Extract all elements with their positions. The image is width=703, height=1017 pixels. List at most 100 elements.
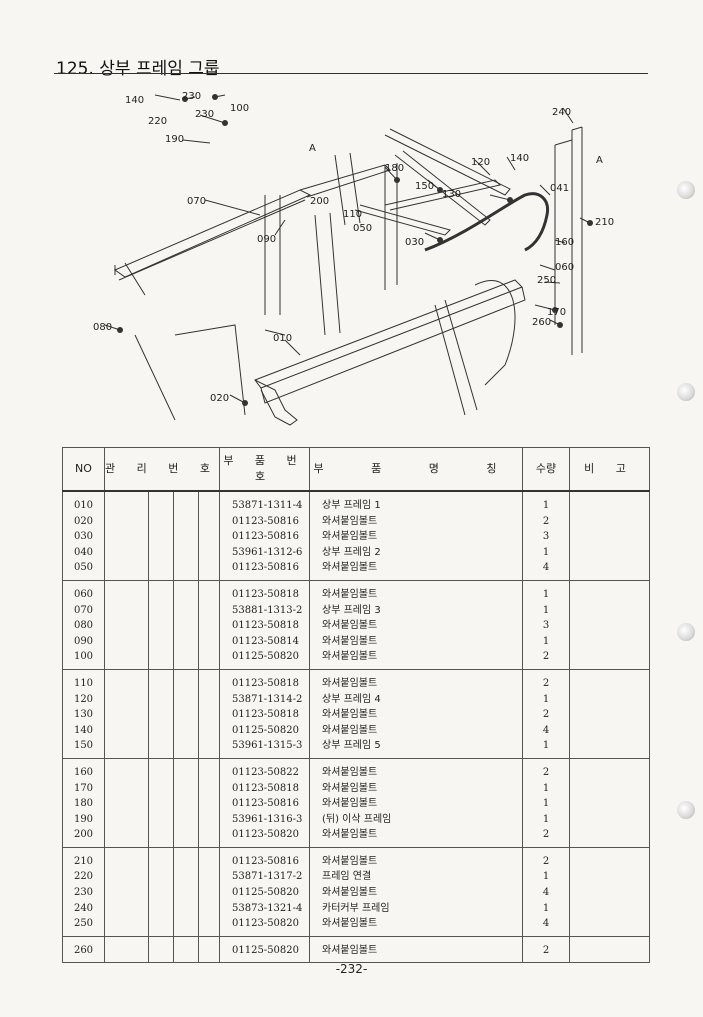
list-item: 2	[542, 855, 550, 867]
page-title: 125. 상부 프레임 그룹	[56, 59, 220, 79]
list-item: 01123-50814	[232, 635, 300, 647]
list-item: 01123-50818	[232, 620, 300, 632]
small-bolts	[117, 94, 593, 406]
list-item: 와셔붙임볼트	[322, 829, 378, 841]
callout-label: 041	[550, 183, 569, 194]
list-item: 220	[73, 871, 94, 883]
control-number-cell	[104, 936, 220, 964]
callout-label: 130	[442, 189, 461, 200]
list-item: 카터커부 프레임	[322, 902, 390, 914]
list-item: 010	[73, 500, 94, 511]
callout-label: A	[596, 155, 603, 166]
list-item: 070	[73, 604, 94, 616]
list-item: 1	[542, 782, 550, 794]
list-item: 170	[73, 782, 94, 794]
control-number-cell	[104, 580, 220, 670]
list-item: 53961-1315-3	[232, 740, 303, 752]
list-item: 01123-50820	[232, 918, 300, 930]
part-index-cell: 260	[62, 936, 105, 964]
list-item: 53873-1321-4	[232, 902, 303, 914]
list-item: 240	[73, 902, 94, 914]
callout-label: 050	[353, 223, 372, 234]
list-item: 01123-50822	[232, 766, 300, 778]
list-item: 080	[73, 620, 94, 632]
header-control-number: 관 리 번 호	[104, 447, 220, 492]
list-item: 160	[73, 766, 94, 778]
list-item: 1	[542, 635, 550, 647]
list-item: 와셔붙임볼트	[322, 677, 378, 689]
list-item: 와셔붙임볼트	[322, 709, 378, 721]
list-item: 140	[73, 724, 94, 736]
list-item: 와셔붙임볼트	[322, 887, 378, 899]
list-item: 3	[542, 620, 550, 632]
header-remarks: 비 고	[569, 447, 650, 492]
list-item: 2	[542, 651, 550, 663]
title-divider	[54, 73, 648, 74]
list-item: (뒤) 이삭 프레임	[322, 813, 392, 825]
callout-label: 080	[93, 322, 112, 333]
binder-hole-icon	[677, 623, 695, 641]
list-item: 와셔붙임볼트	[322, 651, 378, 663]
list-item: 와셔붙임볼트	[322, 766, 378, 778]
callout-label: 220	[148, 116, 167, 127]
list-item: 1	[542, 500, 550, 511]
list-item: 040	[73, 546, 94, 558]
part-number-cell: 01125-50820	[219, 936, 310, 964]
list-item: 1	[542, 740, 550, 752]
callout-label: 100	[230, 103, 249, 114]
callout-label: 110	[343, 209, 362, 220]
callout-label: 160	[555, 237, 574, 248]
list-item: 1	[542, 871, 550, 883]
callout-label: 150	[415, 181, 434, 192]
list-item: 1	[542, 588, 550, 600]
page-number: -232-	[335, 962, 368, 976]
callout-label: 090	[257, 234, 276, 245]
remarks-cell	[569, 491, 650, 581]
list-item: 3	[542, 531, 550, 543]
part-callouts: 140 230 230 100 220 190 240 120 140 180 …	[93, 91, 614, 404]
callout-label: 180	[385, 163, 404, 174]
callout-label: 240	[552, 107, 571, 118]
quantity-cell: 1 1 3 1 2	[522, 580, 570, 670]
list-item: 090	[73, 635, 94, 647]
list-item: 1	[542, 604, 550, 616]
list-item: 와셔붙임볼트	[322, 798, 378, 810]
list-item: 4	[542, 724, 550, 736]
callout-label: A	[309, 143, 316, 154]
list-item: 2	[542, 766, 550, 778]
binder-hole-icon	[677, 383, 695, 401]
list-item: 와셔붙임볼트	[322, 620, 378, 632]
callout-label: 190	[165, 134, 184, 145]
remarks-cell	[569, 580, 650, 670]
list-item: 01123-50816	[232, 562, 300, 574]
list-item: 53871-1314-2	[232, 693, 303, 705]
list-item: 110	[73, 677, 94, 689]
list-item: 190	[73, 813, 94, 825]
list-item: 1	[542, 902, 550, 914]
quantity-cell: 2	[522, 936, 570, 964]
header-part-number: 부 품 번 호	[219, 447, 310, 492]
list-item: 상부 프레임 5	[322, 740, 381, 752]
list-item: 250	[73, 918, 94, 930]
list-item: 01123-50818	[232, 782, 300, 794]
list-item: 53871-1311-4	[232, 500, 303, 511]
callout-label: 230	[182, 91, 201, 102]
list-item: 와셔붙임볼트	[322, 724, 378, 736]
callout-label: 140	[510, 153, 529, 164]
remarks-cell	[569, 669, 650, 759]
list-item: 53871-1317-2	[232, 871, 303, 883]
list-item: 100	[73, 651, 94, 663]
list-item: 1	[542, 798, 550, 810]
list-item: 53881-1313-2	[232, 604, 303, 616]
